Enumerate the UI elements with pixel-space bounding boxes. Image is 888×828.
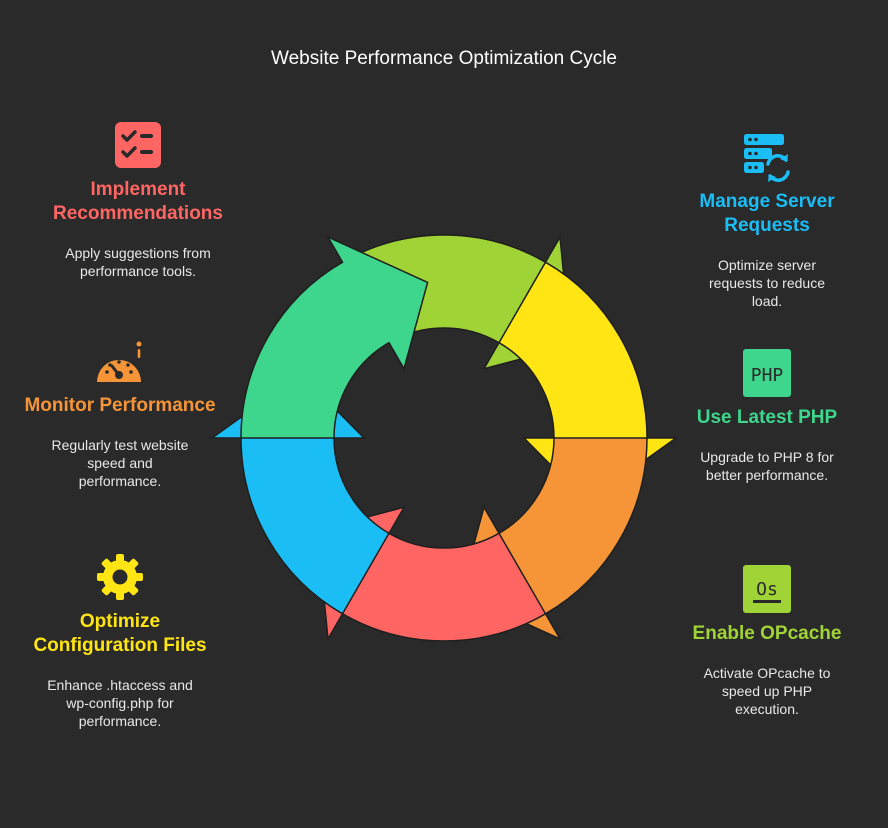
php-icon-text: PHP <box>751 365 784 386</box>
step-implement-heading: Implement Recommendations <box>53 179 223 224</box>
step-opcache: Os Enable OPcache Activate OPcache to sp… <box>667 564 867 718</box>
step-config-description: Enhance .htaccess and wp-config.php for … <box>47 677 193 729</box>
php-icon: PHP <box>742 348 792 398</box>
server-sync-icon <box>742 132 792 182</box>
step-opcache-description: Activate OPcache to speed up PHP executi… <box>703 665 831 717</box>
step-monitor-description: Regularly test website speed and perform… <box>51 437 189 489</box>
step-monitor: Monitor Performance Regularly test websi… <box>20 336 220 490</box>
step-monitor-heading: Monitor Performance <box>24 395 216 416</box>
step-server-heading: Manage Server Requests <box>699 191 835 236</box>
cycle-segment-php <box>240 235 429 439</box>
step-php-heading: Use Latest PHP <box>696 407 838 428</box>
step-config: Optimize Configuration Files Enhance .ht… <box>20 552 220 730</box>
diagram-title: Website Performance Optimization Cycle <box>271 48 617 69</box>
step-opcache-heading: Enable OPcache <box>692 623 842 644</box>
opcache-icon: Os <box>742 564 792 614</box>
step-implement-description: Apply suggestions from performance tools… <box>65 245 211 279</box>
step-server-description: Optimize server requests to reduce load. <box>709 257 825 309</box>
checklist-icon <box>113 120 163 170</box>
step-config-heading: Optimize Configuration Files <box>33 611 207 656</box>
step-server: Manage Server Requests Optimize server r… <box>667 132 867 310</box>
opcache-icon-text: Os <box>756 579 778 600</box>
speedometer-icon <box>95 336 145 386</box>
step-implement: Implement Recommendations Apply suggesti… <box>38 120 238 280</box>
step-php-description: Upgrade to PHP 8 for better performance. <box>700 449 834 483</box>
step-php: PHP Use Latest PHP Upgrade to PHP 8 for … <box>667 348 867 484</box>
gear-icon <box>95 552 145 602</box>
